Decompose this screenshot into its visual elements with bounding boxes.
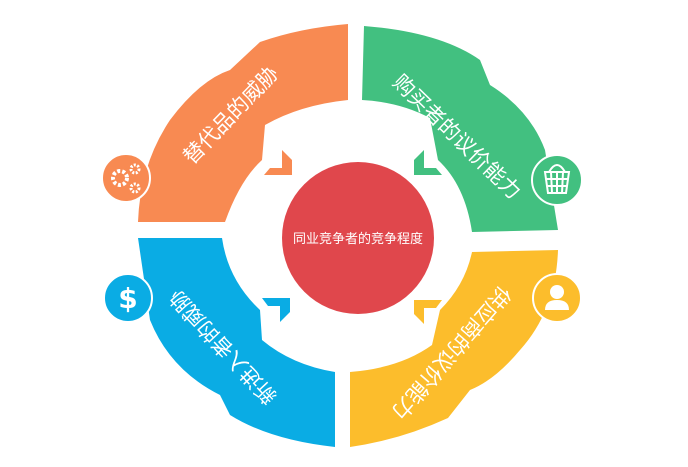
arrow-icon (414, 150, 442, 175)
segment-suppliers (350, 250, 558, 447)
center-label: 同业竞争者的竞争程度 (293, 231, 423, 247)
arrow-icon (264, 150, 292, 175)
segment-substitutes (138, 24, 348, 222)
arrow-icon (414, 300, 442, 324)
svg-text:$: $ (118, 282, 137, 315)
user-icon (532, 273, 582, 323)
segment-new-entrants (138, 238, 335, 447)
arrow-icon (262, 298, 290, 322)
segment-buyers (362, 26, 558, 232)
shopping-basket-icon (531, 154, 583, 206)
center-circle (282, 162, 434, 314)
dollar-icon: $ (103, 273, 153, 323)
gears-icon (101, 153, 151, 203)
